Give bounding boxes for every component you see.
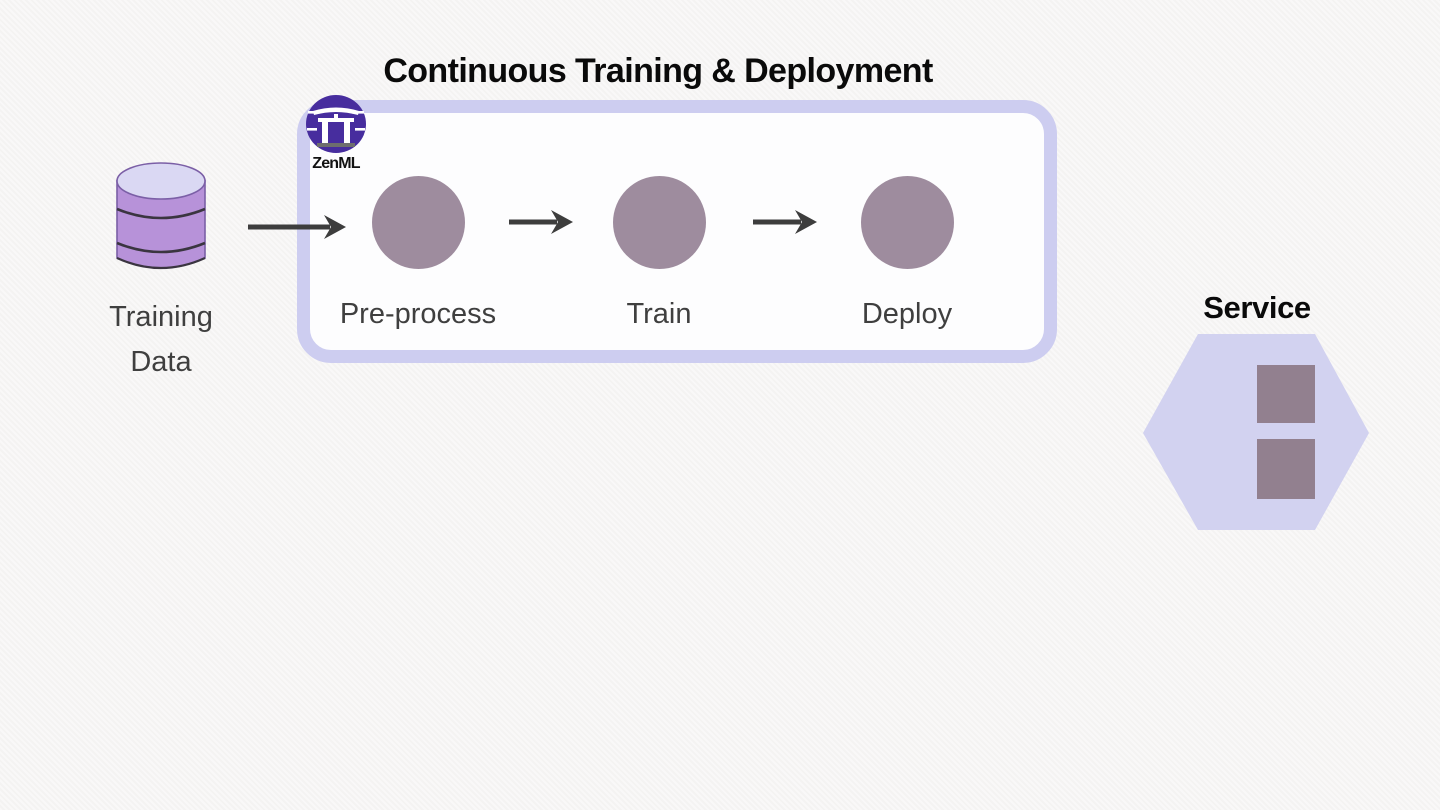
arrow-train-to-deploy xyxy=(753,210,817,234)
database-icon xyxy=(116,162,206,270)
service-label: Service xyxy=(1203,290,1311,325)
training-data-label-line1: Training xyxy=(109,301,213,333)
arrow-source-to-preprocess xyxy=(248,215,346,239)
service-hexagon xyxy=(1143,334,1369,530)
step-node-deploy xyxy=(861,176,954,269)
step-node-train xyxy=(613,176,706,269)
zenml-torii-icon xyxy=(306,95,366,153)
step-label-train: Train xyxy=(626,298,692,330)
service-container-square-1 xyxy=(1257,365,1315,423)
arrow-preprocess-to-train xyxy=(509,210,573,234)
step-node-preprocess xyxy=(372,176,465,269)
zenml-logo-label: ZenML xyxy=(312,155,360,172)
zenml-logo: ZenML xyxy=(302,95,370,172)
step-label-preprocess: Pre-process xyxy=(339,298,497,330)
training-data-label-line2: Data xyxy=(130,346,192,378)
diagram-title: Continuous Training & Deployment xyxy=(383,52,933,90)
service-container-square-2 xyxy=(1257,439,1315,499)
step-label-deploy: Deploy xyxy=(861,298,953,330)
training-data-label: Training Data xyxy=(61,295,261,385)
